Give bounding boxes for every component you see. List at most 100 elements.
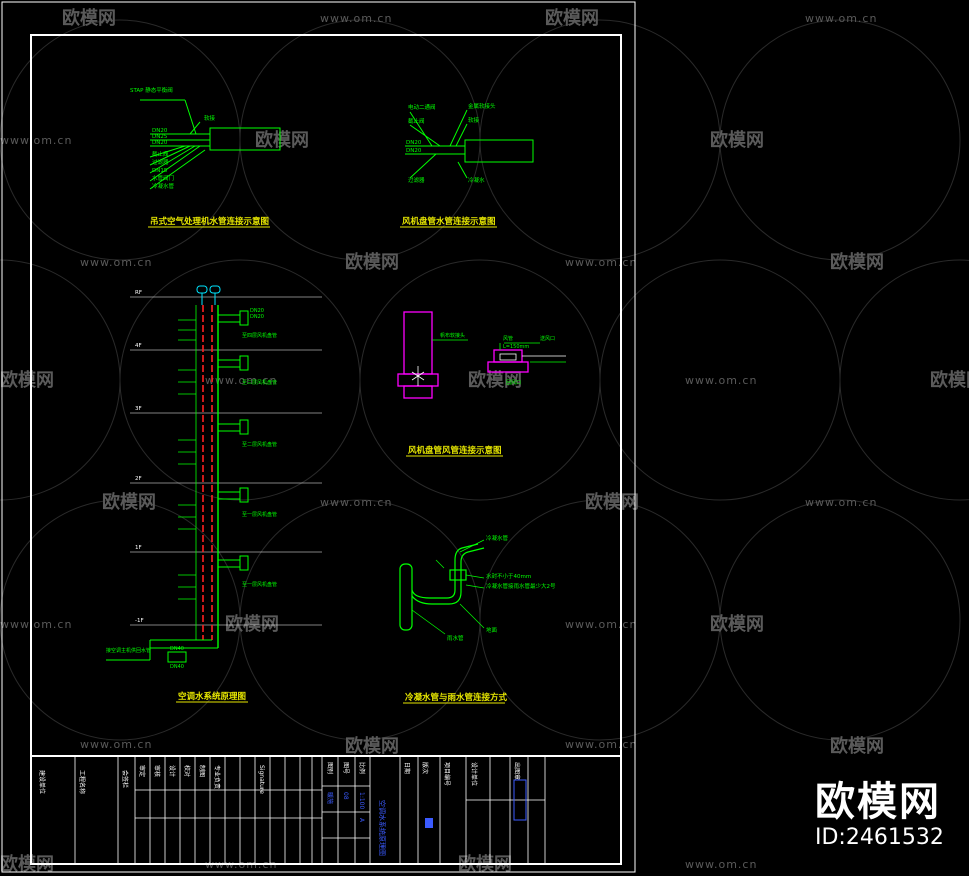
floor-label: 4F: [135, 343, 142, 349]
ahu-label: 截止阀: [152, 150, 169, 158]
condensate-label: 冷凝水管: [486, 534, 509, 542]
sign-role: 校对: [183, 765, 191, 777]
fcu-water-label: DN20: [406, 148, 422, 154]
riser-branch-label: 至四层风机盘管: [242, 332, 277, 339]
ahu-label: STAP 静态平衡阀: [130, 86, 173, 94]
stamp-label: 出图章: [513, 762, 521, 780]
condensate-diagram: 冷凝水管 水封不小于40mm 冷凝水管接雨水管最少大2号 雨水管 地面 冷凝水管…: [399, 534, 556, 704]
wm-brand: 欧模网: [345, 735, 399, 757]
ahu-label: 过滤器: [152, 158, 169, 166]
watermark-id: ID:2461532: [815, 825, 944, 850]
watermark-brand-large: 欧模网: [815, 779, 941, 825]
watermark-badge: 欧模网 ID:2461532: [815, 780, 944, 852]
wm-brand: 欧模网: [830, 735, 884, 757]
riser-branch-label: DN20: [250, 308, 264, 314]
wm-brand: 欧模网: [345, 251, 399, 273]
wm-brand: 欧模网: [62, 7, 116, 29]
wm-url: www.om.cn: [80, 738, 152, 751]
riser-diagram-title: 空调水系统原理图: [178, 691, 246, 702]
fcu-water-diagram-title: 风机盘管水管连接示意图: [402, 216, 496, 227]
wm-brand: 欧模网: [0, 369, 54, 391]
floor-label: 1F: [135, 545, 142, 551]
fcu-duct-label: 风管: [503, 335, 513, 342]
riser-branch-label: 至一层风机盘管: [242, 581, 277, 588]
condensate-label: 冷凝水管接雨水管最少大2号: [486, 582, 556, 590]
ahu-label: DN15: [152, 168, 168, 174]
wm-url: www.om.cn: [805, 496, 877, 509]
floor-label: 3F: [135, 406, 142, 412]
condensate-label: 雨水管: [447, 634, 464, 642]
fcu-water-label: 软接: [468, 116, 480, 124]
fcu-duct-label: 送风口: [540, 335, 555, 342]
fcu-duct-diagram-title: 风机盘管风管连接示意图: [408, 445, 502, 456]
wm-url: www.om.cn: [685, 374, 757, 387]
title-field-value: A: [358, 818, 365, 823]
fcu-duct-label: 帆布软接头: [440, 332, 465, 339]
blue-mark: [425, 818, 433, 828]
wm-url: www.om.cn: [80, 256, 152, 269]
sign-role: 设计: [168, 765, 176, 777]
riser-branch-label: 至三层风机盘管: [242, 379, 277, 386]
wm-url: www.om.cn: [565, 618, 637, 631]
riser-bottom-label: DN40: [170, 664, 184, 670]
water-system-riser-diagram: RF 4F 3F 2F 1F -1F: [106, 285, 322, 703]
wm-url: www.om.cn: [320, 496, 392, 509]
fcu-water-label: DN20: [406, 140, 422, 146]
watermark-layer: 欧模网 欧模网 欧模网 欧模网 欧模网 欧模网 欧模网 欧模网 欧模网 欧模网 …: [0, 7, 969, 875]
riser-branch-label: DN20: [250, 314, 264, 320]
wm-brand: 欧模网: [585, 491, 639, 513]
title-field: 图别: [326, 762, 334, 774]
condensate-label: 地面: [486, 626, 498, 634]
wm-url: www.om.cn: [0, 134, 72, 147]
floor-label: RF: [135, 290, 142, 296]
ahu-label: DN25: [152, 134, 168, 140]
ahu-label: DN20: [152, 128, 168, 134]
title-block-row-label: 工程名称: [78, 770, 86, 794]
title-block: 建设单位 工程名称 会签栏 审定 审核 设计 校对 制图 专业负责 Signat…: [38, 756, 546, 864]
title-field-value: 08: [342, 792, 349, 800]
ahu-label: 水管阀门: [152, 174, 174, 182]
wm-url: www.om.cn: [685, 858, 757, 871]
title-field: 比例: [358, 762, 366, 774]
ahu-connection-diagram: STAP 静态平衡阀 软接 DN20 DN25 DN20 截止阀 过滤器 DN1…: [130, 86, 281, 228]
fcu-duct-label: L=150mm: [503, 344, 529, 350]
title-field: 版次: [421, 762, 429, 774]
condensate-label: 水封不小于40mm: [486, 572, 531, 580]
fcu-water-label: 过滤器: [408, 176, 425, 184]
riser-branch-label: 至一层风机盘管: [242, 511, 277, 518]
stamp-box: [513, 779, 527, 821]
wm-brand: 欧模网: [545, 7, 599, 29]
title-field: 项目编号: [443, 762, 451, 786]
drawing-frame: [1, 1, 636, 873]
wm-url: www.om.cn: [805, 12, 877, 25]
wm-url: www.om.cn: [565, 738, 637, 751]
fcu-water-diagram: 电动二通阀 金属软接头 截止阀 软接 DN20 DN20 过滤器 冷凝水 风机盘…: [400, 102, 534, 228]
title-block-row-label: 会签栏: [121, 770, 129, 788]
ahu-diagram-title: 吊式空气处理机水管连接示意图: [150, 216, 269, 227]
wm-url: www.om.cn: [0, 618, 72, 631]
floor-label: -1F: [135, 618, 144, 624]
fcu-water-label: 金属软接头: [468, 102, 496, 110]
title-field-value: 暖施: [326, 792, 334, 804]
drawing-name: 空调水系统原理图: [378, 800, 387, 856]
wm-brand: 欧模网: [102, 491, 156, 513]
wm-url: www.om.cn: [565, 256, 637, 269]
riser-bottom-label: 接空调主机供回水管: [106, 647, 151, 654]
wm-brand: 欧模网: [468, 369, 522, 391]
floor-label: 2F: [135, 476, 142, 482]
condensate-diagram-title: 冷凝水管与雨水管连接方式: [405, 692, 508, 703]
title-field: 图号: [342, 762, 349, 774]
wm-url: www.om.cn: [205, 374, 277, 387]
riser-bottom-label: DN40: [170, 646, 184, 652]
ahu-label: 冷凝水管: [152, 182, 175, 190]
fcu-duct-label: 回风口: [506, 380, 521, 386]
wm-brand: 欧模网: [255, 129, 309, 151]
sign-role: 审核: [153, 765, 161, 777]
wm-brand: 欧模网: [830, 251, 884, 273]
sign-role: 制图: [198, 765, 206, 777]
riser-branch-label: 至二层风机盘管: [242, 441, 277, 448]
title-block-row-label: 建设单位: [38, 770, 46, 794]
wm-brand: 欧模网: [0, 853, 54, 875]
wm-brand: 欧模网: [930, 369, 969, 391]
company-label: 设计单位: [470, 762, 478, 786]
